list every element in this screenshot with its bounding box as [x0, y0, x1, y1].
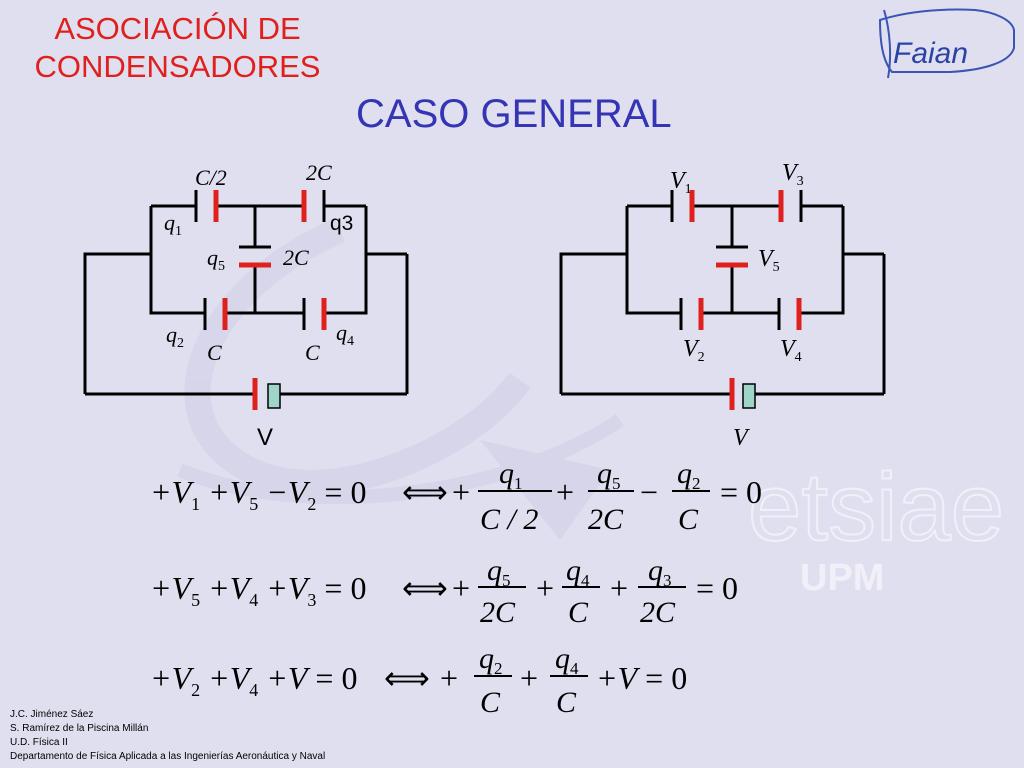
- label-v3: V3: [782, 160, 804, 189]
- label-v2: V2: [683, 336, 705, 365]
- eq2-term1-den: 2C: [480, 596, 516, 629]
- watermark-text: etsiae: [748, 454, 1004, 561]
- svg-text:+: +: [452, 474, 470, 510]
- svg-text:+: +: [610, 570, 628, 606]
- right-capacitor-v4: [777, 298, 802, 330]
- right-circuit: [559, 204, 886, 396]
- eq2-term1-num: q5: [487, 554, 511, 590]
- svg-text:+: +: [452, 570, 470, 606]
- svg-text:+: +: [536, 570, 554, 606]
- svg-text:+: +: [520, 660, 538, 696]
- watermark-logo: etsiae UPM: [177, 218, 1005, 599]
- eq3-term1-num: q2: [479, 642, 503, 678]
- eq3-term2-num: q4: [555, 642, 579, 678]
- right-battery: [729, 378, 756, 410]
- eq2-term3-num: q3: [648, 554, 672, 590]
- equation-3: +V2 +V4 +V = 0 ⟺ + q2 C + q4 C +V = 0: [150, 642, 687, 719]
- faian-logo-text: Faian: [893, 37, 968, 70]
- label-q2: q2: [166, 322, 184, 351]
- label-cap-middle: 2C: [283, 245, 309, 270]
- label-v5: V5: [758, 246, 780, 275]
- left-capacitor-q2: [203, 298, 228, 330]
- left-capacitor-q1: [194, 190, 219, 222]
- eq3-term2-den: C: [556, 686, 577, 719]
- label-q3: q3: [330, 212, 353, 235]
- left-capacitor-q5: [239, 245, 271, 268]
- label-cap-top-right: 2C: [306, 160, 332, 185]
- label-cap-bottom-right: C: [305, 340, 320, 365]
- credit-course: U.D. Física II: [10, 737, 68, 748]
- eq3-equiv-icon: ⟺: [384, 659, 430, 697]
- label-cap-top-left: C/2: [195, 165, 227, 190]
- label-q5: q5: [207, 245, 225, 274]
- eq1-rhs-end: = 0: [720, 474, 762, 510]
- eq1-term2-num: q5: [597, 457, 621, 493]
- left-circuit: [83, 204, 409, 396]
- eq2-term2-den: C: [568, 596, 589, 629]
- slide-subtitle: CASO GENERAL: [356, 92, 672, 136]
- equation-2: +V5 +V4 +V3 = 0 ⟺ + q5 2C + q4 C + q3 2C…: [150, 554, 738, 629]
- credit-department: Departamento de Física Aplicada a las In…: [10, 751, 326, 762]
- credit-author-1: J.C. Jiménez Sáez: [10, 709, 94, 720]
- equation-1: +V1 +V5 −V2 = 0 ⟺ + q1 C / 2 + q5 2C − q…: [150, 457, 762, 536]
- label-q1: q1: [164, 210, 182, 239]
- label-v4: V4: [780, 336, 802, 365]
- eq2-term3-den: 2C: [640, 596, 676, 629]
- eq2-rhs-end: = 0: [696, 570, 738, 606]
- eq1-equiv-icon: ⟺: [402, 473, 448, 511]
- eq2-term2-num: q4: [566, 554, 590, 590]
- left-capacitor-q3: [301, 190, 326, 222]
- label-left-source: V: [257, 424, 273, 451]
- svg-text:−: −: [640, 474, 658, 510]
- label-v1: V1: [670, 168, 692, 197]
- eq3-lhs: +V2 +V4 +V = 0: [150, 660, 357, 700]
- label-right-source: V: [733, 425, 750, 451]
- slide-title-line-1: ASOCIACIÓN DE: [54, 11, 301, 46]
- svg-text:+: +: [556, 474, 574, 510]
- right-capacitor-v1: [670, 190, 695, 222]
- left-capacitor-q4: [302, 298, 327, 330]
- eq1-term3-den: C: [678, 503, 699, 536]
- slide-title-line-2: CONDENSADORES: [34, 49, 321, 84]
- svg-text:+: +: [440, 660, 458, 696]
- label-cap-bottom-left: C: [207, 340, 222, 365]
- eq1-term2-den: 2C: [588, 503, 624, 536]
- label-q4: q4: [336, 320, 354, 349]
- eq1-term3-num: q2: [677, 457, 701, 493]
- eq2-equiv-icon: ⟺: [402, 569, 448, 607]
- eq3-rhs-end: +V = 0: [596, 660, 687, 696]
- left-battery: [252, 378, 281, 410]
- eq3-term1-den: C: [480, 686, 501, 719]
- right-capacitor-v3: [778, 190, 803, 222]
- right-capacitor-v2: [679, 298, 704, 330]
- credit-author-2: S. Ramírez de la Piscina Millán: [10, 723, 149, 734]
- credits: J.C. Jiménez Sáez S. Ramírez de la Pisci…: [10, 708, 325, 764]
- right-capacitor-v5: [716, 245, 748, 268]
- watermark-upm: UPM: [800, 557, 884, 599]
- eq1-lhs: +V1 +V5 −V2 = 0: [150, 474, 366, 514]
- eq2-lhs: +V5 +V4 +V3 = 0: [150, 570, 366, 610]
- eq1-term1-den: C / 2: [480, 503, 538, 536]
- faian-logo: Faian: [878, 8, 1015, 79]
